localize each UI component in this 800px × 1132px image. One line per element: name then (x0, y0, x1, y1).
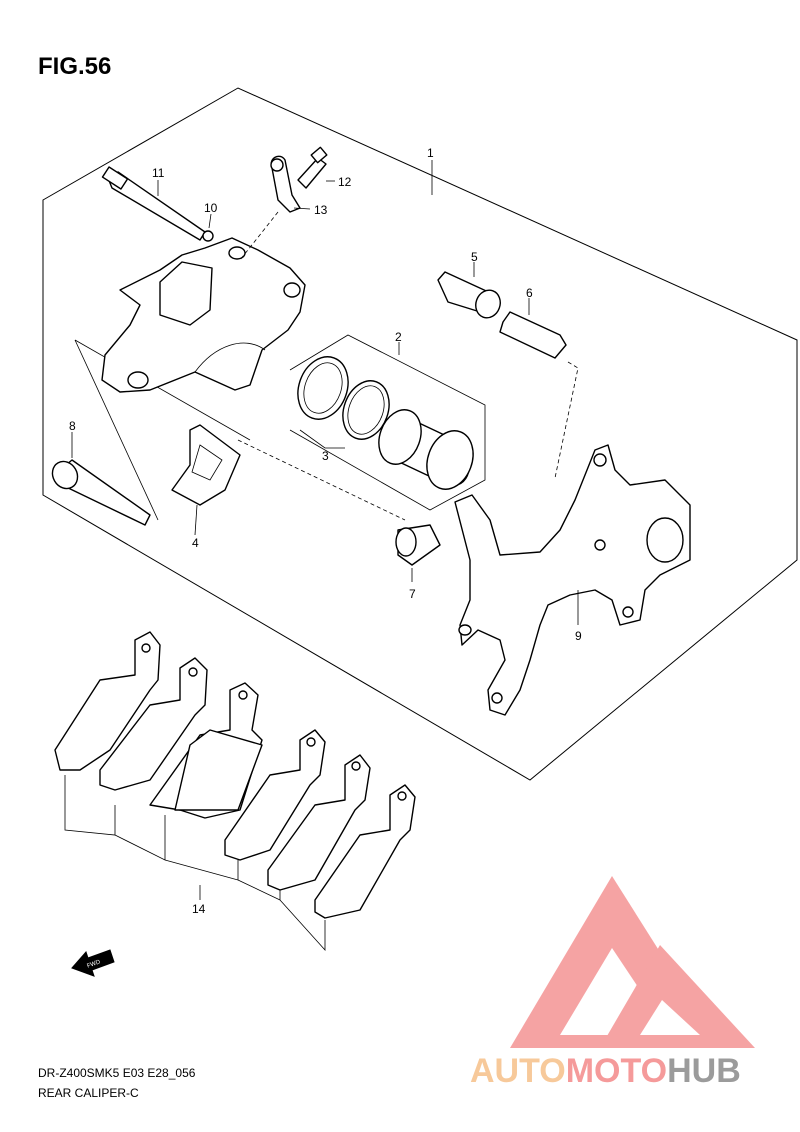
pad-pin (101, 166, 206, 241)
boot-5 (437, 271, 501, 319)
caliper-body (101, 237, 306, 393)
inner-frame-line (74, 339, 159, 521)
brake-pad-4 (224, 729, 326, 861)
callout-12: 12 (338, 175, 352, 189)
callout-7: 7 (409, 587, 416, 601)
bleeder-screw (297, 146, 328, 189)
figure-subtitle: REAR CALIPER-C (38, 1086, 139, 1100)
callout-14: 14 (192, 902, 206, 916)
callout-2: 2 (395, 330, 402, 344)
callout-3: 3 (322, 449, 329, 463)
watermark-auto: AUTO (470, 1052, 566, 1090)
callout-1: 1 (427, 146, 434, 160)
pad-spring (171, 424, 241, 506)
callout-4: 4 (192, 536, 199, 550)
watermark-moto: MOTO (566, 1052, 667, 1090)
callout-9: 9 (575, 629, 582, 643)
boot-7 (395, 524, 441, 566)
piston-group-frame (289, 334, 486, 511)
watermark-text: AUTOMOTOHUB (470, 1052, 741, 1090)
piston (378, 409, 474, 490)
slide-pin (51, 459, 151, 526)
brake-pad-3 (149, 682, 263, 819)
piston-seal-1 (297, 356, 349, 420)
callout-11: 11 (152, 166, 165, 180)
figure-title: FIG.56 (38, 53, 111, 80)
brake-pad-2 (99, 657, 208, 791)
bleeder-cap (270, 155, 301, 213)
callout-6: 6 (526, 286, 533, 300)
callout-13: 13 (314, 203, 328, 217)
slide-pin-6 (499, 311, 567, 359)
brake-pad-6 (314, 784, 416, 919)
model-code: DR-Z400SMK5 E03 E28_056 (38, 1066, 196, 1080)
callout-5: 5 (471, 250, 478, 264)
piston-seal-2 (342, 380, 390, 440)
watermark-logo (510, 876, 755, 1048)
fwd-label: FWD (86, 959, 102, 970)
fwd-arrow-icon: FWD (71, 949, 115, 977)
brake-pad-5 (267, 754, 371, 891)
watermark-hub: HUB (667, 1052, 741, 1090)
callout-10: 10 (204, 201, 218, 215)
callout-8: 8 (69, 419, 76, 433)
assembly-outline (42, 87, 798, 781)
brake-pad-1 (54, 631, 161, 771)
caliper-bracket (454, 444, 691, 716)
pin-clip (202, 230, 214, 242)
